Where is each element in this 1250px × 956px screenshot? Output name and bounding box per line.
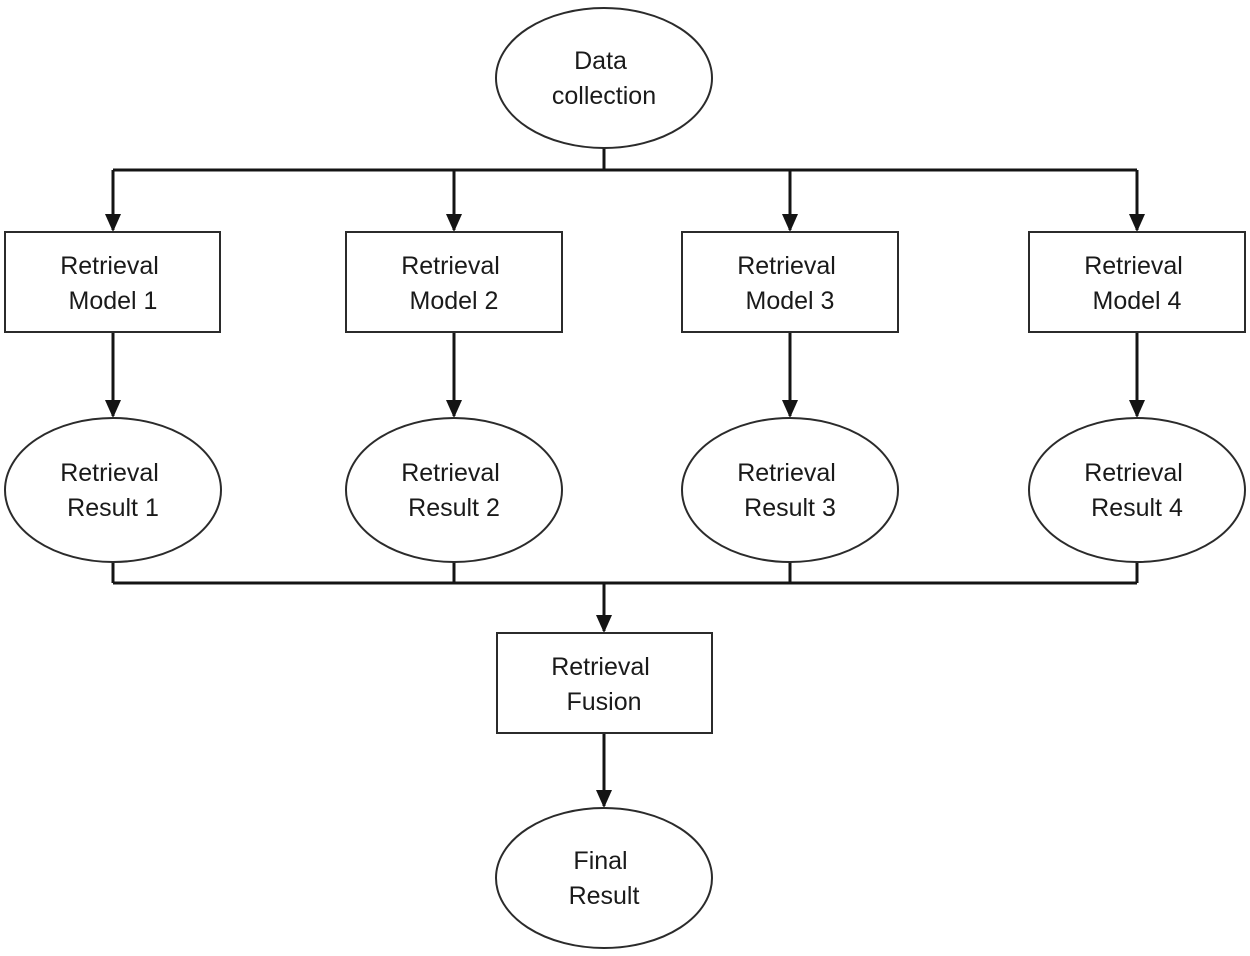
retrieval-model-1-label: Retrieval Model 1 bbox=[60, 252, 166, 315]
node-retrieval-result-1: Retrieval Result 1 bbox=[4, 417, 222, 563]
node-retrieval-model-4: Retrieval Model 4 bbox=[1028, 231, 1246, 333]
retrieval-result-3-label: Retrieval Result 3 bbox=[737, 459, 843, 522]
node-final-result: Final Result bbox=[495, 807, 713, 949]
retrieval-model-3-label: Retrieval Model 3 bbox=[737, 252, 843, 315]
retrieval-model-3-box bbox=[681, 231, 899, 333]
retrieval-result-1-label: Retrieval Result 1 bbox=[60, 459, 166, 522]
connectors bbox=[105, 148, 1145, 808]
node-retrieval-fusion: Retrieval Fusion bbox=[496, 632, 713, 734]
retrieval-result-1-ellipse bbox=[4, 417, 222, 563]
retrieval-result-2-label: Retrieval Result 2 bbox=[401, 459, 507, 522]
retrieval-model-4-label: Retrieval Model 4 bbox=[1084, 252, 1190, 315]
node-retrieval-result-2: Retrieval Result 2 bbox=[345, 417, 563, 563]
retrieval-model-4-box bbox=[1028, 231, 1246, 333]
node-retrieval-model-3: Retrieval Model 3 bbox=[681, 231, 899, 333]
node-retrieval-model-2: Retrieval Model 2 bbox=[345, 231, 563, 333]
node-retrieval-model-1: Retrieval Model 1 bbox=[4, 231, 221, 333]
final-result-ellipse bbox=[495, 807, 713, 949]
retrieval-model-2-box bbox=[345, 231, 563, 333]
retrieval-model-2-label: Retrieval Model 2 bbox=[401, 252, 507, 315]
retrieval-fusion-label: Retrieval Fusion bbox=[551, 653, 657, 716]
retrieval-result-2-ellipse bbox=[345, 417, 563, 563]
final-result-label: Final Result bbox=[569, 847, 640, 910]
data-collection-ellipse bbox=[495, 7, 713, 149]
retrieval-result-3-ellipse bbox=[681, 417, 899, 563]
retrieval-result-4-label: Retrieval Result 4 bbox=[1084, 459, 1190, 522]
node-retrieval-result-3: Retrieval Result 3 bbox=[681, 417, 899, 563]
retrieval-model-1-box bbox=[4, 231, 221, 333]
retrieval-result-4-ellipse bbox=[1028, 417, 1246, 563]
data-collection-label: Data collection bbox=[552, 47, 656, 110]
node-data-collection: Data collection bbox=[495, 7, 713, 149]
retrieval-fusion-box bbox=[496, 632, 713, 734]
node-retrieval-result-4: Retrieval Result 4 bbox=[1028, 417, 1246, 563]
